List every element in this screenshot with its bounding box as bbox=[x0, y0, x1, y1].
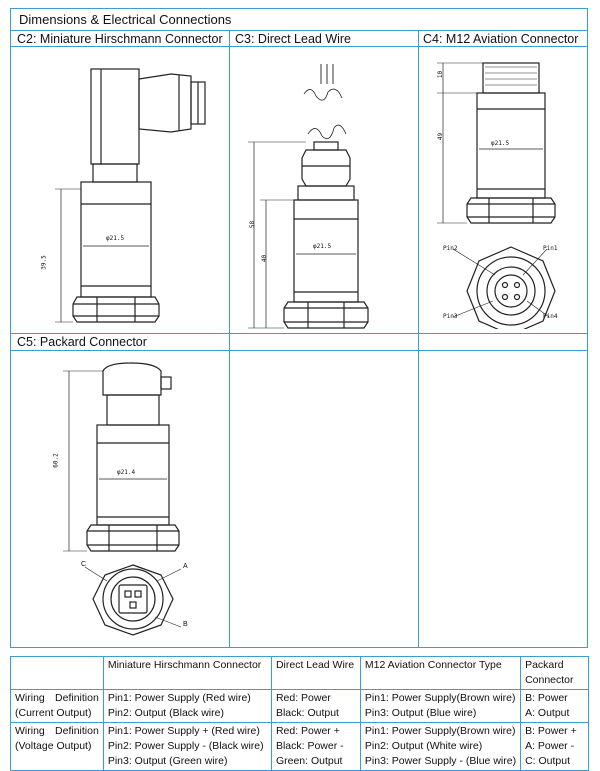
packard-cell: B: Power A: Output bbox=[520, 689, 589, 723]
column-divider-1 bbox=[229, 31, 230, 647]
hirschmann-cell: Pin1: Power Supply (Red wire) Pin2: Outp… bbox=[102, 689, 272, 723]
c3-diameter-label: φ21.5 bbox=[313, 243, 332, 250]
row-divider-2 bbox=[11, 350, 587, 351]
c4-title: C4: M12 Aviation Connector bbox=[423, 32, 579, 46]
c4-m12-drawing bbox=[437, 62, 556, 329]
row-label: Wiring Definition (Current Output) bbox=[10, 689, 104, 723]
table-row: Wiring Definition (Current Output) Pin1:… bbox=[10, 689, 589, 723]
c4-diameter-label: φ21.5 bbox=[491, 140, 510, 147]
table-row: Wiring Definition (Voltage Output) Pin1:… bbox=[10, 722, 589, 771]
c4-pin4-label: Pin4 bbox=[543, 313, 558, 320]
c3-total-height-label: 58 bbox=[249, 220, 257, 229]
c5-diameter-label: φ21.4 bbox=[117, 469, 136, 476]
hirschmann-cell: Pin1: Power Supply + (Red wire) Pin2: Po… bbox=[102, 722, 272, 771]
table-header-row: Miniature Hirschmann Connector Direct Le… bbox=[10, 656, 589, 690]
c4-body-height-label: 49 bbox=[437, 132, 445, 141]
c2-diameter-label: φ21.5 bbox=[106, 235, 125, 242]
c2-title: C2: Miniature Hirschmann Connector bbox=[17, 32, 223, 46]
c4-pin1-label: Pin1 bbox=[543, 245, 558, 252]
c4-top-height-label: 10 bbox=[437, 70, 445, 79]
table-header: Miniature Hirschmann Connector bbox=[102, 656, 272, 690]
c5-height-label: 60.2 bbox=[52, 453, 60, 468]
c5-packard-drawing bbox=[63, 362, 182, 636]
table-header bbox=[10, 656, 104, 690]
m12-cell: Pin1: Power Supply(Brown wire) Pin3: Out… bbox=[359, 689, 522, 723]
c5-label-c: C bbox=[81, 561, 87, 568]
c2-height-label: 39.5 bbox=[40, 255, 48, 270]
c4-pin3-label: Pin3 bbox=[443, 313, 458, 320]
dimensions-panel: Dimensions & Electrical Connections C2: … bbox=[10, 8, 588, 648]
c3-body-height-label: 40 bbox=[261, 254, 269, 263]
title-row-divider bbox=[11, 46, 587, 47]
lead-wire-cell: Red: Power Black: Output bbox=[270, 689, 361, 723]
table-header: Direct Lead Wire bbox=[270, 656, 361, 690]
table-header: M12 Aviation Connector Type bbox=[359, 656, 522, 690]
c5-title: C5: Packard Connector bbox=[17, 335, 147, 349]
panel-title: Dimensions & Electrical Connections bbox=[11, 9, 587, 31]
packard-cell: B: Power + A: Power - C: Output bbox=[520, 722, 589, 771]
c5-label-b: B bbox=[183, 621, 188, 628]
table-header: Packard Connector bbox=[520, 656, 589, 690]
lead-wire-cell: Red: Power + Black: Power - Green: Outpu… bbox=[270, 722, 361, 771]
column-divider-2 bbox=[418, 31, 419, 647]
c2-hirschmann-drawing bbox=[55, 68, 206, 323]
c5-label-a: A bbox=[183, 563, 188, 570]
c4-pin2-label: Pin2 bbox=[443, 245, 458, 252]
c3-lead-wire-drawing bbox=[248, 64, 369, 329]
m12-cell: Pin1: Power Supply(Brown wire) Pin2: Out… bbox=[359, 722, 522, 771]
wiring-definition-table: Miniature Hirschmann Connector Direct Le… bbox=[10, 656, 589, 771]
row-label: Wiring Definition (Voltage Output) bbox=[10, 722, 104, 771]
c3-title: C3: Direct Lead Wire bbox=[235, 32, 352, 46]
row-divider bbox=[11, 333, 587, 334]
